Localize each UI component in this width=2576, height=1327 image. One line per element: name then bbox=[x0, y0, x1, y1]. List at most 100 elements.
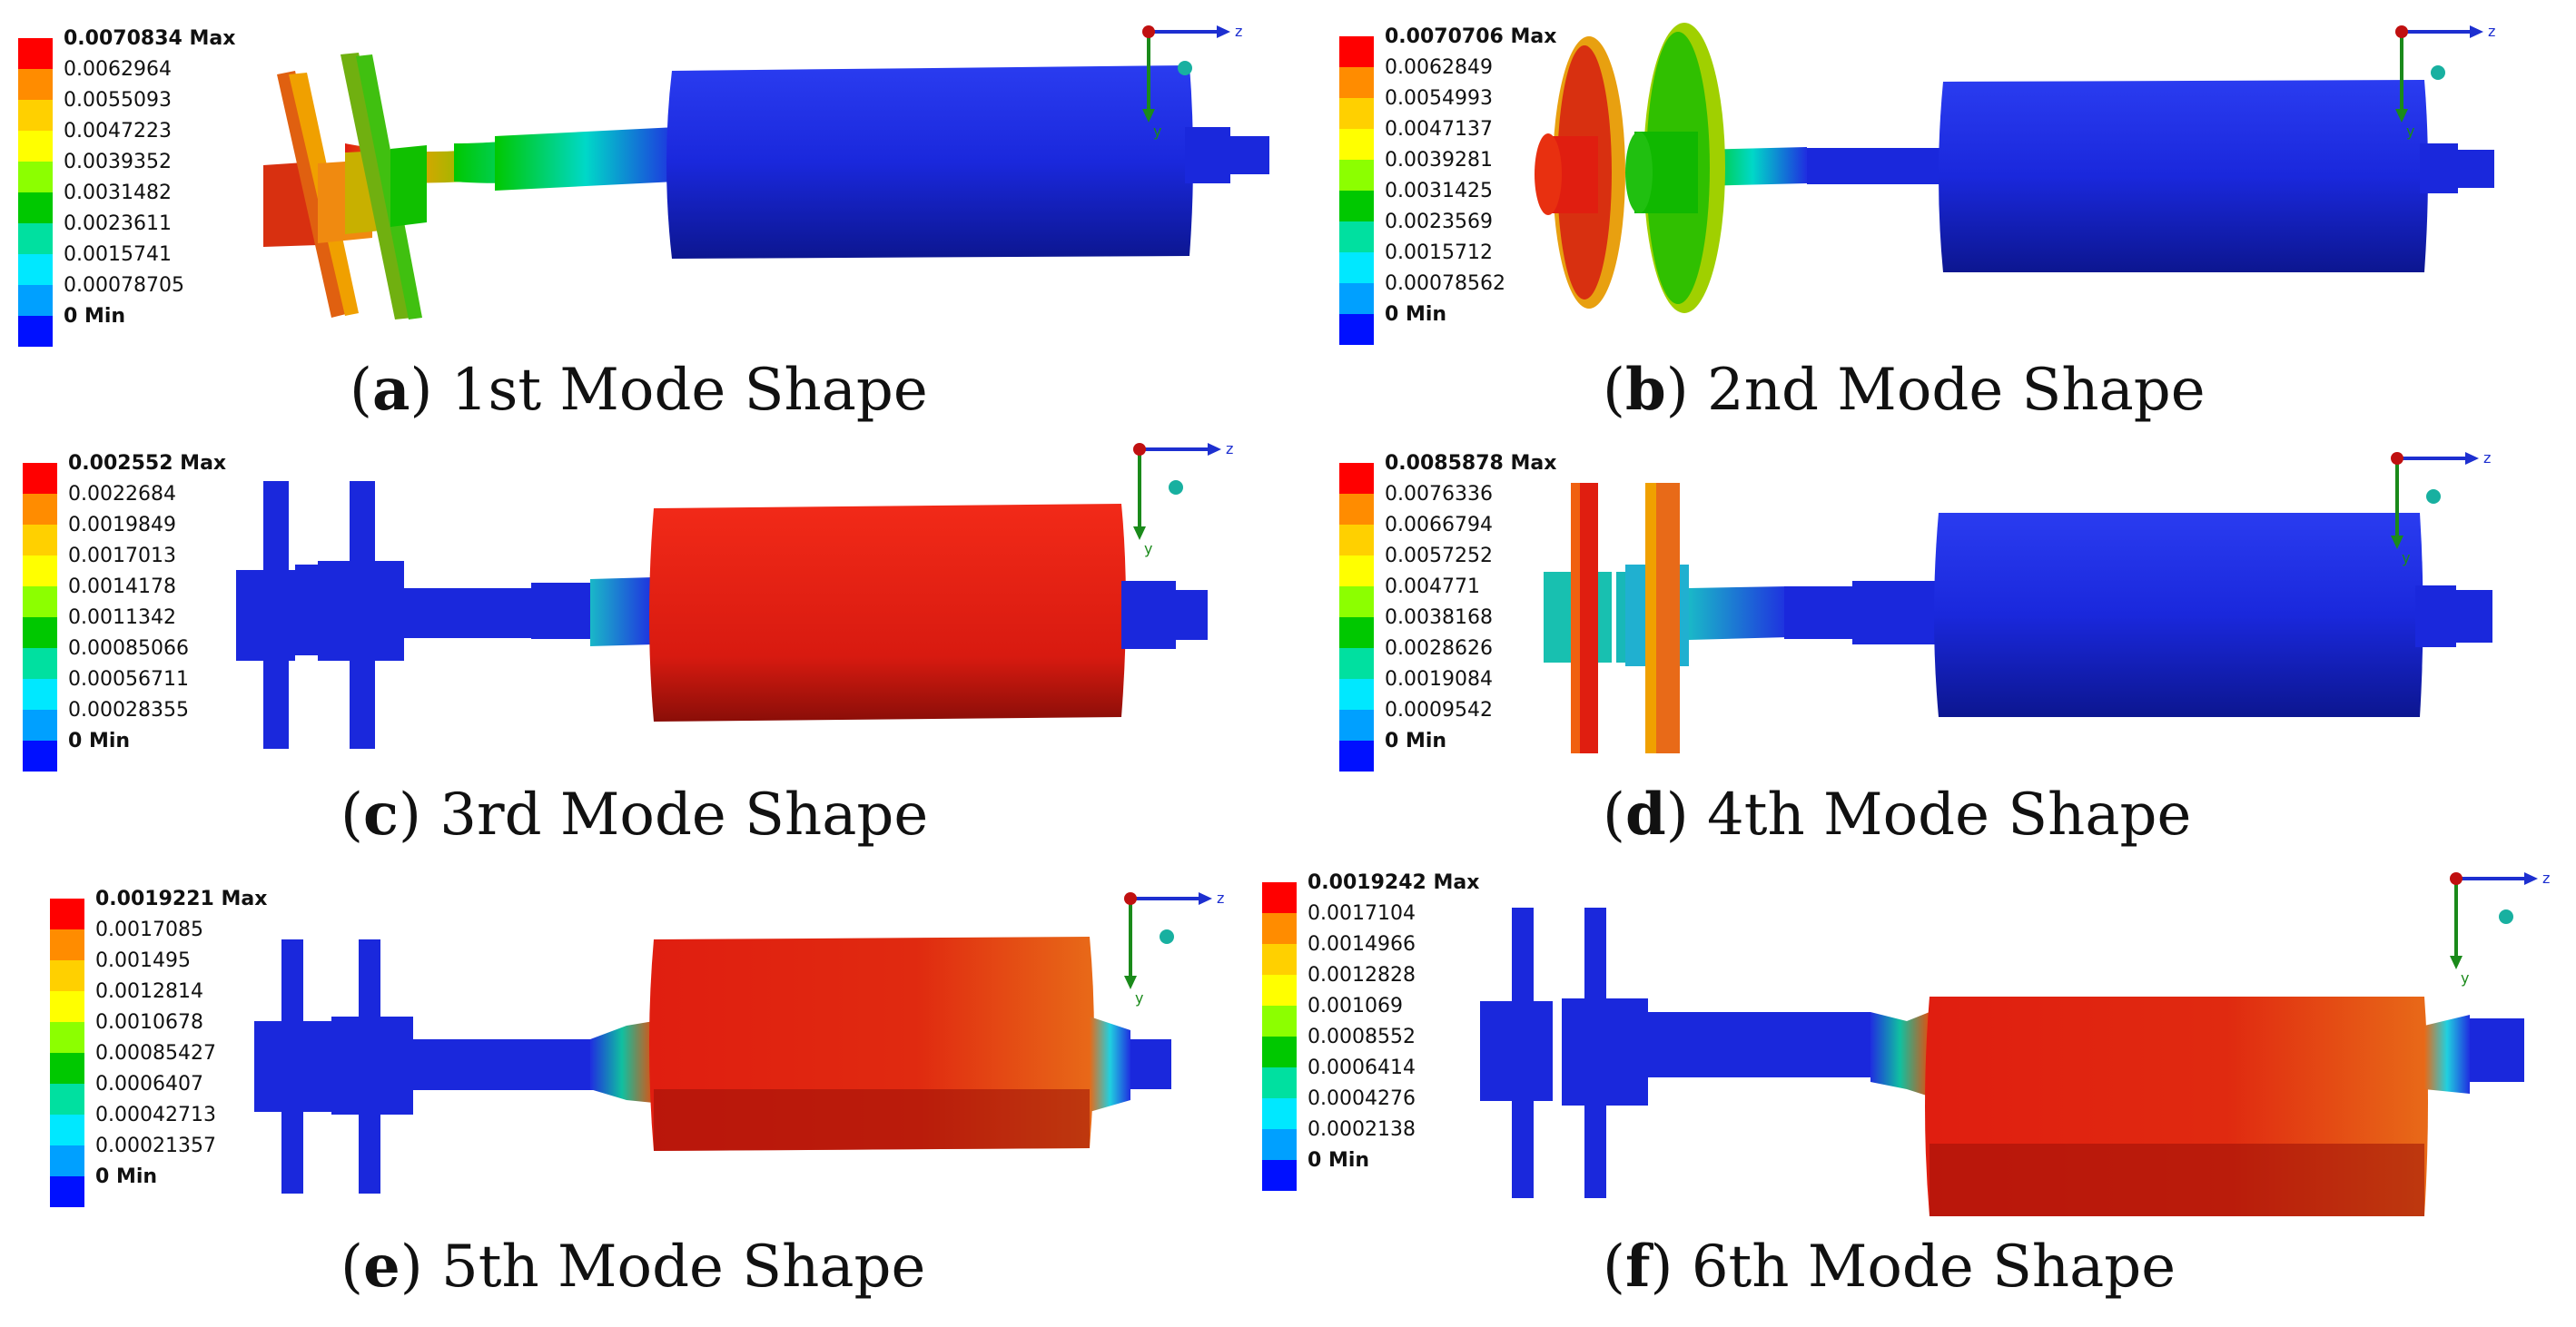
legend-value: 0.0028626 bbox=[1385, 637, 1493, 660]
legend-max-value: 0.0019242 Max bbox=[1308, 871, 1480, 894]
caption-letter-a: a bbox=[371, 356, 410, 424]
legend-value: 0.001495 bbox=[95, 949, 191, 972]
legend-value: 0.0031482 bbox=[64, 182, 172, 204]
caption-e: (e) 5th Mode Shape bbox=[341, 1233, 926, 1301]
legend-swatch bbox=[18, 38, 53, 69]
legend-swatch bbox=[1262, 1006, 1297, 1037]
legend-min-value: 0 Min bbox=[1308, 1149, 1370, 1172]
legend-swatch bbox=[18, 131, 53, 162]
caption-a: (a) 1st Mode Shape bbox=[350, 356, 928, 424]
legend-value: 0.00056711 bbox=[68, 668, 189, 691]
z-axis-label-e: z bbox=[1217, 890, 1224, 907]
legend-value: 0.00085427 bbox=[95, 1042, 216, 1065]
legend-swatch bbox=[23, 710, 57, 741]
legend-value: 0.001069 bbox=[1308, 995, 1403, 1017]
legend-value: 0.0023569 bbox=[1385, 211, 1493, 233]
legend-swatch bbox=[23, 648, 57, 679]
legend-value: 0.0006414 bbox=[1308, 1057, 1416, 1079]
legend-value: 0.0012828 bbox=[1308, 964, 1416, 987]
legend-value: 0.0014178 bbox=[68, 575, 176, 598]
legend-swatch bbox=[50, 1176, 84, 1207]
legend-swatch bbox=[1262, 882, 1297, 913]
legend-swatch bbox=[23, 679, 57, 710]
legend-swatch bbox=[50, 929, 84, 960]
legend-value: 0.0017013 bbox=[68, 545, 176, 567]
triad-f: z y bbox=[2450, 870, 2550, 987]
legend-swatch bbox=[18, 316, 53, 347]
legend-value: 0.0017104 bbox=[1308, 902, 1416, 925]
z-axis-label-f: z bbox=[2542, 870, 2550, 887]
legend-swatch bbox=[1339, 586, 1374, 617]
legend-value: 0.0039281 bbox=[1385, 149, 1493, 172]
caption-text-d: 4th Mode Shape bbox=[1688, 781, 2192, 849]
rotor-b bbox=[1535, 23, 2494, 313]
legend-value: 0.0006407 bbox=[95, 1073, 203, 1096]
legend-swatch bbox=[50, 960, 84, 991]
legend-max-value: 0.0070834 Max bbox=[64, 27, 236, 50]
z-axis-label-d: z bbox=[2483, 449, 2491, 467]
caption-text-b: 2nd Mode Shape bbox=[1688, 357, 2206, 424]
legend-value: 0.0062849 bbox=[1385, 56, 1493, 79]
legend-value: 0.00028355 bbox=[68, 699, 189, 722]
legend-swatch bbox=[1262, 913, 1297, 944]
legend-value: 0.0012814 bbox=[95, 980, 203, 1003]
legend-value: 0.0047137 bbox=[1385, 118, 1493, 141]
legend-min-value: 0 Min bbox=[64, 305, 126, 328]
y-axis-label-b: y bbox=[2406, 123, 2414, 140]
legend-swatch bbox=[23, 617, 57, 648]
legend-swatch bbox=[23, 463, 57, 494]
legend-value: 0.00078705 bbox=[64, 274, 184, 297]
legend-value: 0.0057252 bbox=[1385, 545, 1493, 567]
legend-value: 0.0076336 bbox=[1385, 483, 1493, 506]
legend-value: 0.0002138 bbox=[1308, 1118, 1416, 1141]
legend-value: 0.0022684 bbox=[68, 483, 176, 506]
legend-swatch bbox=[1339, 221, 1374, 252]
legend-swatch bbox=[23, 741, 57, 772]
z-axis-label-b: z bbox=[2488, 23, 2495, 40]
legend-value: 0.0017085 bbox=[95, 919, 203, 941]
rotor-e bbox=[254, 937, 1171, 1194]
legend-swatch bbox=[1339, 67, 1374, 98]
legend-swatch bbox=[23, 525, 57, 555]
legend-swatch bbox=[18, 69, 53, 100]
legend-min-value: 0 Min bbox=[95, 1165, 158, 1188]
rotor-c bbox=[236, 481, 1208, 749]
legend-swatch bbox=[1339, 98, 1374, 129]
legend-swatch bbox=[1339, 252, 1374, 283]
legend-swatch bbox=[1339, 555, 1374, 586]
legend-value: 0.00021357 bbox=[95, 1135, 216, 1157]
legend-value: 0.0039352 bbox=[64, 151, 172, 173]
legend-swatch bbox=[1262, 1067, 1297, 1098]
legend-swatch bbox=[50, 991, 84, 1022]
rotor-d bbox=[1544, 483, 2492, 753]
rotor-f bbox=[1480, 908, 2524, 1216]
legend-value: 0.004771 bbox=[1385, 575, 1480, 598]
legend-value: 0.0014966 bbox=[1308, 933, 1416, 956]
legend-swatch bbox=[1262, 1160, 1297, 1191]
legend-max-value: 0.0085878 Max bbox=[1385, 452, 1557, 475]
legend-swatch bbox=[1262, 1129, 1297, 1160]
legend-value: 0.0038168 bbox=[1385, 606, 1493, 629]
legend-value: 0.00078562 bbox=[1385, 272, 1505, 295]
legend-value: 0.0062964 bbox=[64, 58, 172, 81]
legend-swatch bbox=[1339, 463, 1374, 494]
caption-letter-c: c bbox=[362, 781, 399, 849]
legend-value: 0.0011342 bbox=[68, 606, 176, 629]
legend-swatch bbox=[1339, 191, 1374, 221]
legend-swatch bbox=[1339, 494, 1374, 525]
legend-swatch bbox=[50, 899, 84, 929]
caption-letter-f: f bbox=[1624, 1233, 1651, 1301]
legend-value: 0.0055093 bbox=[64, 89, 172, 112]
caption-text-e: 5th Mode Shape bbox=[422, 1234, 926, 1301]
legend-swatch bbox=[50, 1115, 84, 1145]
legend-value: 0.0015712 bbox=[1385, 241, 1493, 264]
legend-swatch bbox=[1339, 314, 1374, 345]
legend-value: 0.0004276 bbox=[1308, 1087, 1416, 1110]
legend-swatch bbox=[1339, 525, 1374, 555]
legend-swatch bbox=[18, 223, 53, 254]
triad-d: z y bbox=[2391, 449, 2491, 566]
triad-e: z y bbox=[1124, 890, 1224, 1007]
legend-value: 0.0009542 bbox=[1385, 699, 1493, 722]
caption-letter-d: d bbox=[1624, 781, 1666, 849]
triad-a: z y bbox=[1142, 23, 1242, 140]
